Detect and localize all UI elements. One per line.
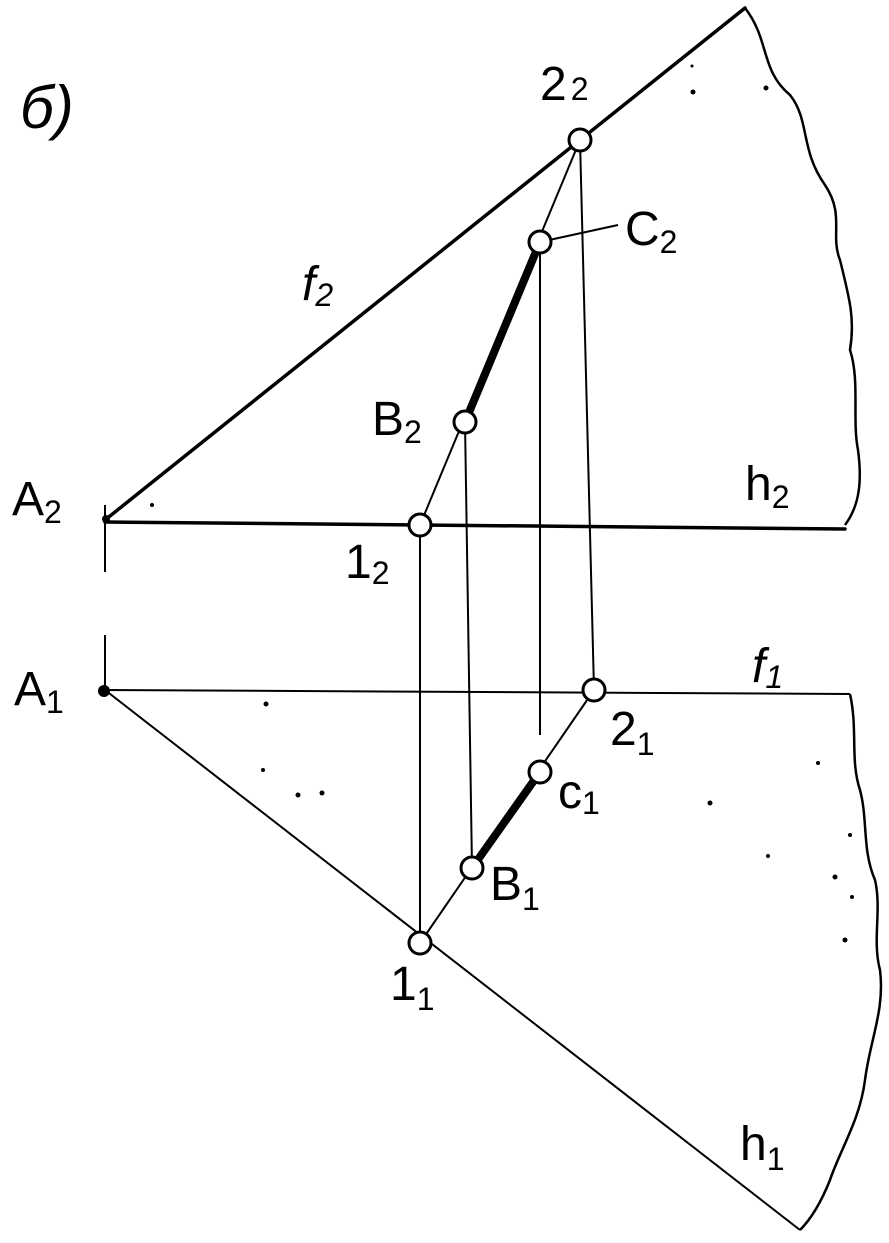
label-21: 21 <box>610 703 655 762</box>
link-2 <box>579 139 595 691</box>
point-a2 <box>102 515 110 523</box>
label-f2: f2 <box>302 258 333 313</box>
label-11: 11 <box>390 958 435 1017</box>
point-c1 <box>527 759 553 785</box>
line-f1 <box>104 689 851 695</box>
label-f1: f1 <box>752 640 783 695</box>
point-12 <box>407 512 433 538</box>
label-12: 12 <box>345 536 390 591</box>
plane-boundary-upper <box>744 7 861 526</box>
label-a2: A2 <box>12 473 62 530</box>
leader-c2 <box>539 224 619 243</box>
plane-boundary-lower <box>799 693 883 1231</box>
link-b <box>464 421 473 869</box>
label-h2: h2 <box>745 458 790 515</box>
line-f2 <box>103 6 747 522</box>
point-b2 <box>452 409 478 435</box>
label-h1: h1 <box>740 1118 785 1177</box>
point-21 <box>581 677 607 703</box>
point-11 <box>407 930 433 956</box>
figure-label: б) <box>20 74 74 141</box>
label-a1: A1 <box>14 663 64 720</box>
segment-b2-c2 <box>461 238 544 426</box>
label-b1: B1 <box>490 858 540 917</box>
speckles <box>150 64 854 943</box>
point-c2 <box>527 229 553 255</box>
line-h2 <box>103 520 847 531</box>
point-b1 <box>459 855 485 881</box>
label-b2: B2 <box>372 393 422 450</box>
line-h1 <box>104 689 801 1231</box>
point-22 <box>567 127 593 153</box>
label-c1: c1 <box>558 766 600 821</box>
label-c2: C2 <box>625 203 677 260</box>
point-a1 <box>98 685 110 697</box>
segment-b1-c1 <box>468 768 544 872</box>
